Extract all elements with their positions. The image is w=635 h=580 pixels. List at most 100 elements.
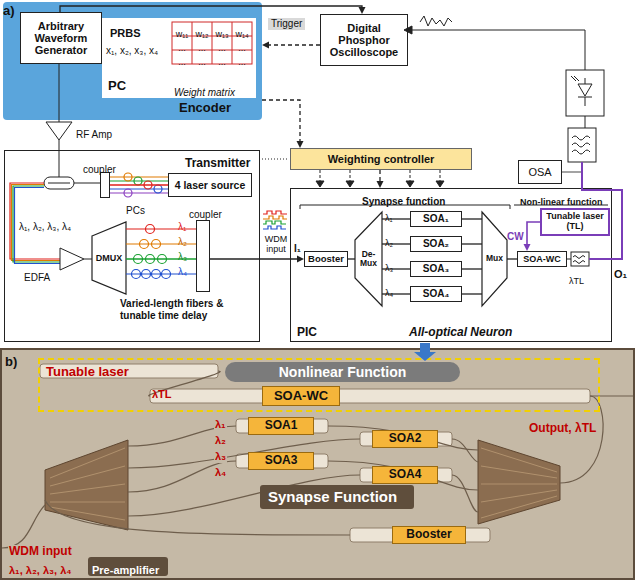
label-slot: ... xyxy=(192,51,212,69)
connector xyxy=(110,184,168,185)
text-slot: x₁, x₂, x₃, x₄ xyxy=(106,40,158,58)
waveguide xyxy=(328,426,478,450)
soa-box: SOA₃ xyxy=(410,261,462,277)
box-text: Weighting controller xyxy=(328,153,435,165)
trapezoid-outline xyxy=(92,222,126,294)
connector xyxy=(262,100,300,141)
arrow-head xyxy=(524,244,531,251)
label-slot: a) xyxy=(3,1,15,19)
label-ground xyxy=(88,557,168,576)
matrix-cell: ... xyxy=(198,58,206,68)
wavelength-label: λ₄ xyxy=(385,288,393,298)
box-text: SOA₃ xyxy=(423,263,449,275)
matrix-grid xyxy=(172,22,252,64)
wavelength-label: λ₁ xyxy=(214,418,227,431)
matrix-cell: w₁₁ xyxy=(176,30,189,40)
matrix-cell: ... xyxy=(178,44,186,54)
wdm-fiber xyxy=(10,183,60,259)
wavelength-label: λ₁, λ₂, λ₃, λ₄ xyxy=(19,221,71,233)
electrode-pad xyxy=(350,528,490,542)
connector xyxy=(507,258,517,259)
box-text: Digital Phosphor Oscilloscope xyxy=(321,22,407,59)
wdm-signal-icon xyxy=(263,211,287,214)
label-slot: b) xyxy=(5,352,17,370)
modulator xyxy=(44,177,74,189)
connector xyxy=(348,258,355,259)
signal-label: I₁ xyxy=(294,243,301,255)
soa-box: SOA₂ xyxy=(410,236,462,252)
label-slot: PCs xyxy=(126,200,145,218)
soa-pad: SOA4 xyxy=(372,466,438,484)
text-slot: Encoder xyxy=(179,98,231,116)
connector xyxy=(269,44,320,45)
edfa-amplifier xyxy=(60,248,84,270)
function-bracket xyxy=(300,205,510,209)
box-text: Mux xyxy=(486,254,503,264)
label-slot: WDM input xyxy=(8,541,73,559)
label-slot: RF Amp xyxy=(76,124,112,142)
function-bracket xyxy=(514,205,608,206)
soa-pad: SOA1 xyxy=(248,417,314,435)
signal-label: O₁ xyxy=(614,268,627,281)
label-slot: λ₃ xyxy=(178,246,187,264)
modulator xyxy=(44,177,100,189)
delay-fiber xyxy=(140,240,149,249)
control-arrow xyxy=(436,181,444,187)
matrix-cell: w₁₄ xyxy=(235,30,248,40)
process-box: Arbitrary Waveform Generator xyxy=(20,12,102,64)
connector xyxy=(379,170,380,181)
delay-fiber xyxy=(126,228,196,229)
port-label: Output, λTL xyxy=(528,422,597,436)
waveguide xyxy=(128,461,236,492)
box-text: coupler xyxy=(189,209,222,221)
detector-wire xyxy=(585,116,586,128)
delay-fiber xyxy=(126,225,196,279)
box-text: DMUX xyxy=(96,253,123,263)
box-text: SOA-WC xyxy=(523,254,561,264)
polarization-controller xyxy=(134,177,142,185)
label-slot: λ₁ xyxy=(178,216,186,234)
wavelength-label: λ₁ xyxy=(385,213,393,223)
label-slot: Synapse function xyxy=(362,191,445,209)
connector xyxy=(382,293,410,294)
rf-amplifier xyxy=(46,122,72,140)
box-text: x₁, x₂, x₃, x₄ xyxy=(106,45,158,57)
awg-fan xyxy=(45,440,128,530)
wavelength-label: λ₁, λ₂, λ₃, λ₄ xyxy=(8,564,73,577)
detector-wire xyxy=(404,26,412,34)
waveguide xyxy=(560,396,603,483)
box-text: PRBS xyxy=(110,27,141,40)
control-arrow xyxy=(320,170,440,181)
box-text: De-Mux xyxy=(355,250,382,269)
label-slot: ... xyxy=(172,51,192,69)
electrode-pad xyxy=(150,389,590,403)
connector-label: Trigger xyxy=(268,18,305,30)
arrow-head xyxy=(297,256,304,263)
chip-edge xyxy=(1,349,634,579)
region-label: Pre-amplifier xyxy=(92,564,159,577)
edfa-amplifier xyxy=(84,259,92,260)
laser-box: 4 laser source xyxy=(168,173,252,197)
modulator xyxy=(48,183,70,184)
box-text: SOA1 xyxy=(265,419,298,433)
text-slot: PC xyxy=(108,76,126,94)
wavelength-label: λ₃ xyxy=(214,450,227,463)
connector xyxy=(126,258,196,259)
coupler-box: coupler xyxy=(100,172,110,198)
waveguide xyxy=(2,505,45,548)
label-slot: Synapse Function xyxy=(268,488,397,506)
label-slot: λ₁, λ₂, λ₃, λ₄ xyxy=(8,560,73,578)
connector xyxy=(462,293,482,294)
text-slot: All-optical Neuron xyxy=(409,322,512,340)
box-text: Tunable laser xyxy=(46,365,129,380)
label-slot: λ₂ xyxy=(178,231,187,249)
box-text: SOA₄ xyxy=(423,288,449,300)
label-slot: w₁₂ xyxy=(192,23,212,41)
label-slot: O₁ xyxy=(614,264,627,282)
booster-pad: Booster xyxy=(392,526,466,544)
soa-box: SOA₁ xyxy=(410,211,462,227)
wavelength-label: λTL xyxy=(152,388,172,401)
wdm-signal-icon xyxy=(263,221,286,224)
connector xyxy=(382,243,410,244)
control-arrow xyxy=(262,159,288,160)
